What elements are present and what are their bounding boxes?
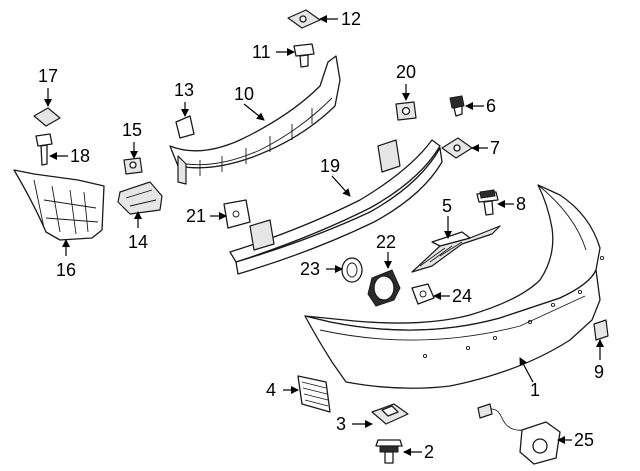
bracket-part-9 xyxy=(593,319,609,341)
callout-10: 10 xyxy=(234,84,254,104)
callout-18: 18 xyxy=(70,146,90,166)
nut-part-6 xyxy=(449,95,465,117)
callout-17: 17 xyxy=(38,66,58,86)
callout-numbers: 1 2 3 4 5 6 7 8 9 10 11 12 13 14 15 16 1… xyxy=(38,9,604,462)
bolt-part-8 xyxy=(476,189,499,216)
clip-part-12 xyxy=(287,9,321,29)
guide-bracket-part-14 xyxy=(117,181,163,215)
callout-12: 12 xyxy=(341,9,361,29)
callout-15: 15 xyxy=(122,120,142,140)
callout-19: 19 xyxy=(320,156,340,176)
reinforcement-beam-part-19 xyxy=(229,139,443,275)
callout-3: 3 xyxy=(336,414,346,434)
bolt-part-2 xyxy=(375,439,403,464)
callout-7: 7 xyxy=(490,138,500,158)
side-bracket-part-16 xyxy=(13,169,105,241)
energy-absorber-part-10 xyxy=(169,55,341,185)
callout-5: 5 xyxy=(442,196,452,216)
callout-20: 20 xyxy=(396,62,416,82)
reflector-part-4 xyxy=(297,375,331,413)
bolt-part-18 xyxy=(35,133,53,166)
sensor-ring-part-23 xyxy=(341,257,363,283)
callout-24: 24 xyxy=(452,286,472,306)
callout-21: 21 xyxy=(186,206,206,226)
callout-16: 16 xyxy=(56,260,76,280)
callout-23: 23 xyxy=(300,259,320,279)
callout-11: 11 xyxy=(252,42,271,62)
callout-22: 22 xyxy=(376,232,396,252)
deflector-part-5 xyxy=(411,225,501,273)
callout-13: 13 xyxy=(174,80,194,100)
pad-part-13 xyxy=(175,115,195,139)
clip-part-17 xyxy=(33,107,61,127)
leader-lines xyxy=(44,15,604,456)
callout-9: 9 xyxy=(594,362,604,382)
callout-6: 6 xyxy=(486,96,496,116)
clip-part-7 xyxy=(441,137,473,159)
nut-part-15 xyxy=(123,157,143,175)
sensor-bezel-part-24 xyxy=(411,283,435,305)
clip-part-3 xyxy=(371,403,409,425)
callout-1: 1 xyxy=(530,380,540,400)
bolt-part-11 xyxy=(293,43,315,68)
callout-2: 2 xyxy=(424,442,434,462)
callout-4: 4 xyxy=(266,380,276,400)
callout-25: 25 xyxy=(574,430,594,450)
plate-part-21 xyxy=(223,199,251,229)
camera-part-25 xyxy=(477,403,561,465)
nut-part-20 xyxy=(395,101,417,121)
callout-14: 14 xyxy=(128,232,148,252)
park-sensor-part-22 xyxy=(367,269,401,307)
callout-8: 8 xyxy=(516,194,526,214)
